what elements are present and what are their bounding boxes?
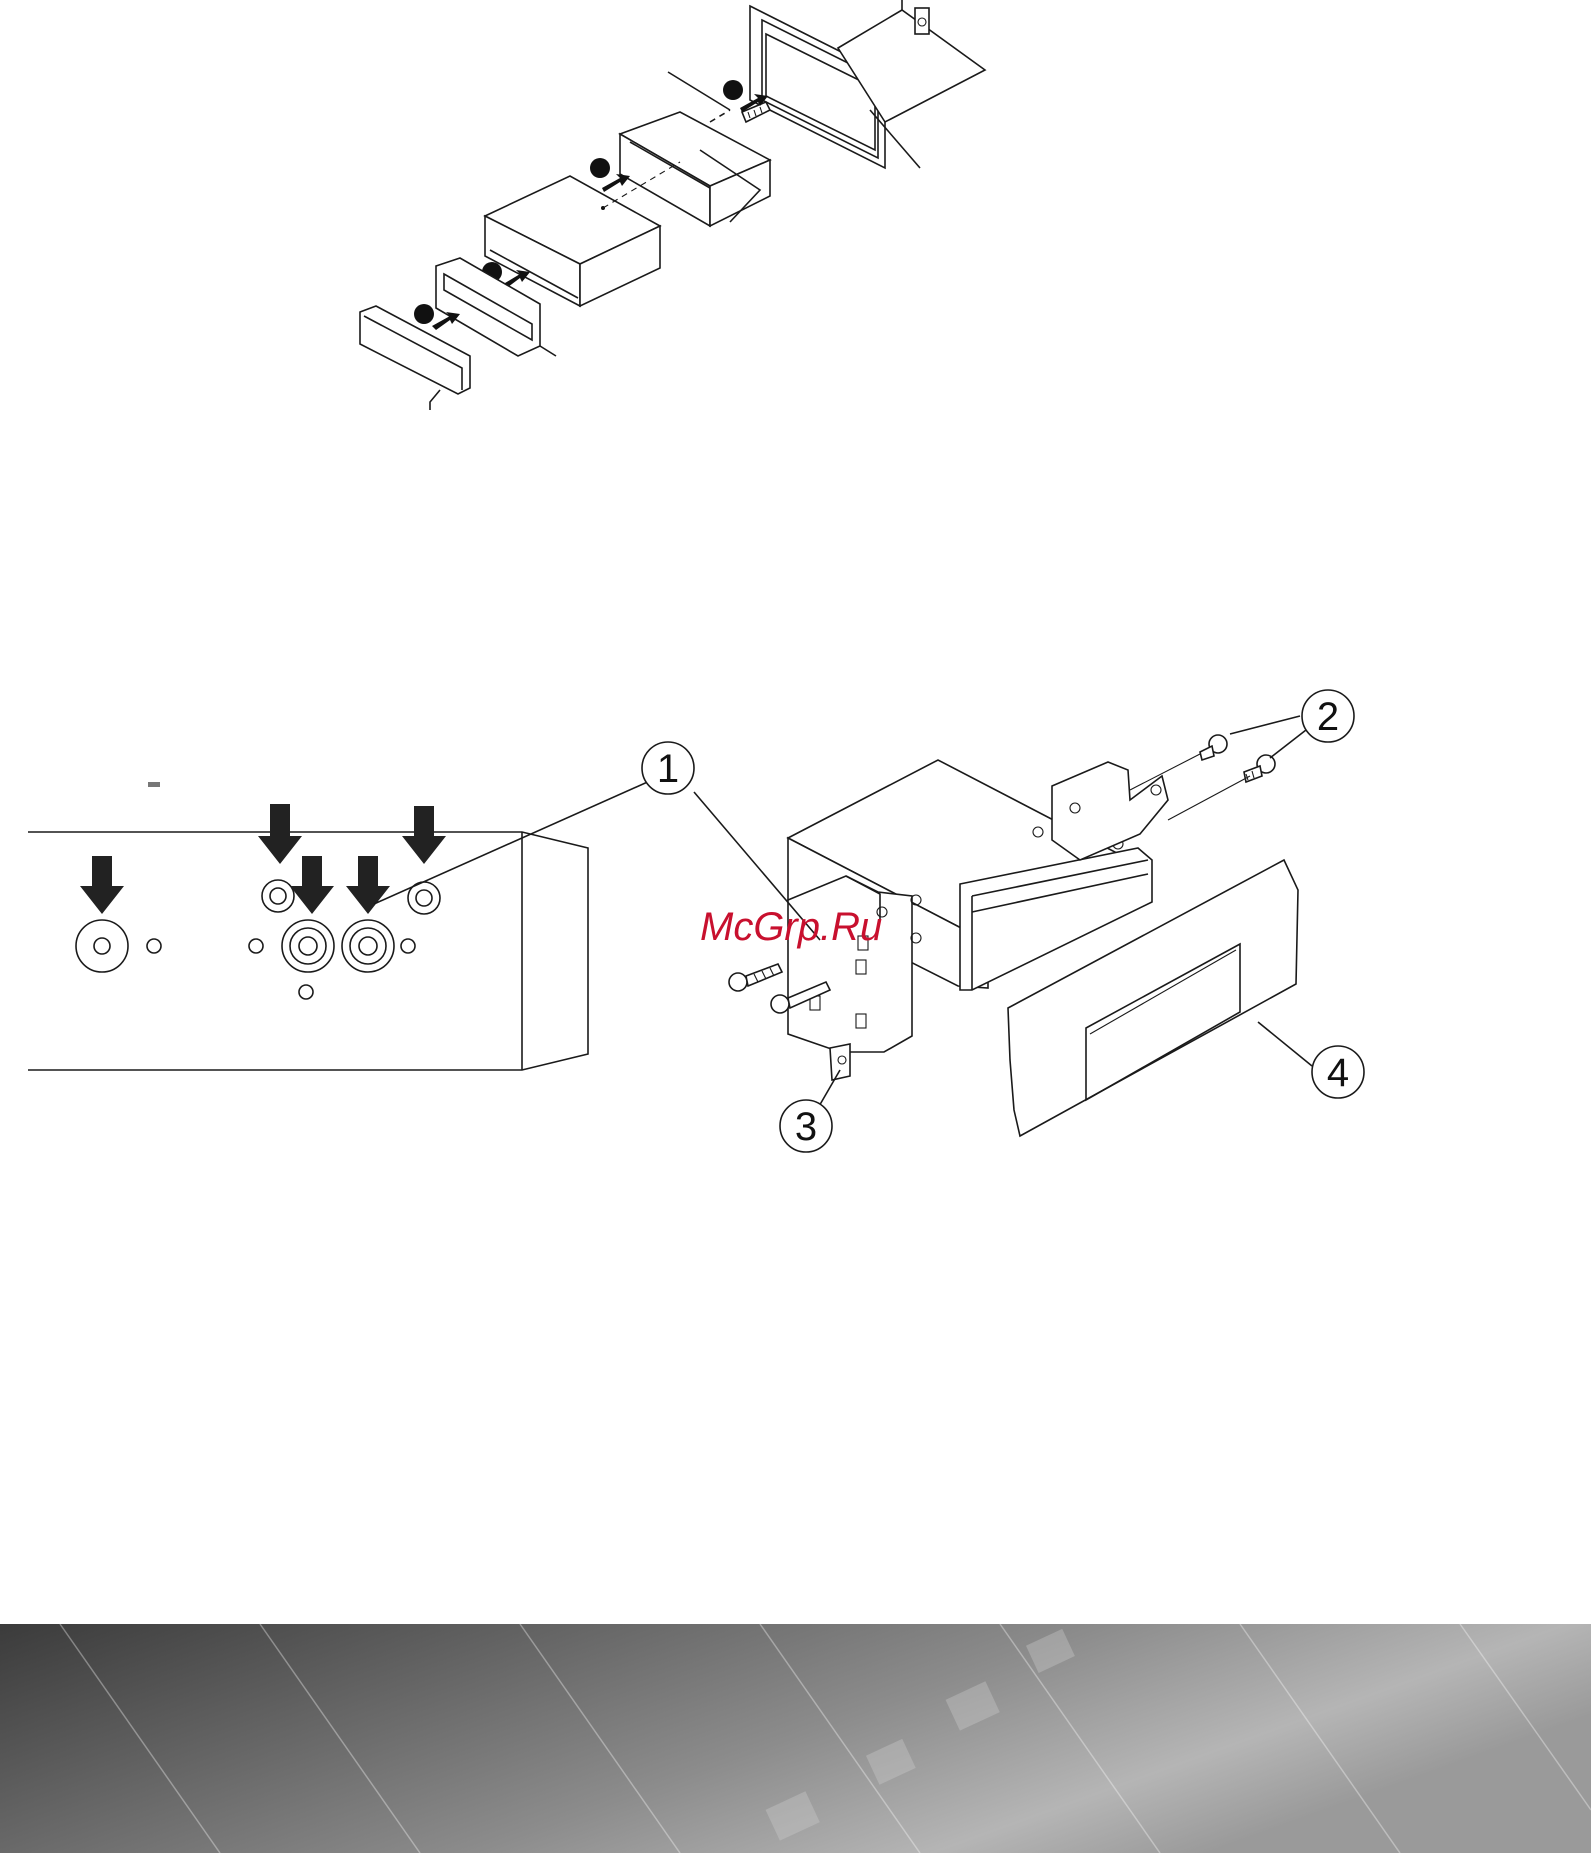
side-panel-figure: [28, 782, 588, 1070]
mounting-sleeve: [620, 110, 770, 226]
right-bracket: [1052, 762, 1168, 860]
callout-2: 2: [1302, 690, 1354, 742]
bottom-banner: [0, 1624, 1591, 1853]
watermark-text: McGrp.Ru: [700, 905, 882, 949]
screw-holes: [76, 880, 440, 999]
callout-3: 3: [780, 1100, 832, 1152]
callout-4-label: 4: [1327, 1051, 1349, 1095]
callout-4: 4: [1312, 1046, 1364, 1098]
callout-2-label: 2: [1317, 695, 1339, 739]
dashboard-panel: [750, 0, 985, 168]
exploded-din-mount-figure: [360, 0, 985, 410]
callout-3-label: 3: [795, 1105, 817, 1149]
down-arrows: [80, 804, 446, 914]
callout-1: 1: [642, 742, 694, 794]
callout-1-label: 1: [657, 747, 679, 791]
